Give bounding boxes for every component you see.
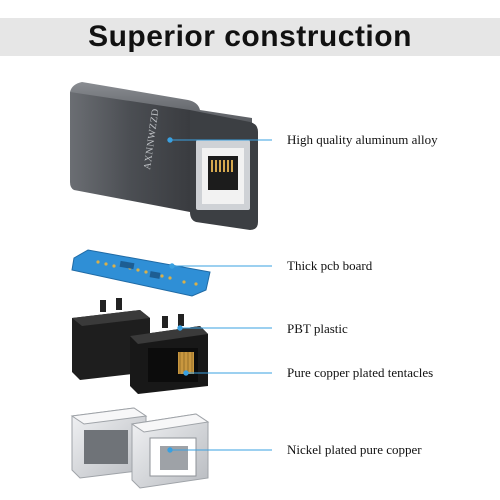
copper-tentacles: [178, 352, 194, 374]
title-banner: Superior construction: [0, 18, 500, 56]
coupler-body: [70, 92, 190, 212]
plastic-housing: [72, 298, 208, 394]
pcb-board: [71, 249, 211, 297]
pcb-shape: [71, 249, 211, 297]
callout-lines: [167, 137, 272, 453]
callout-label-pcb: Thick pcb board: [287, 258, 373, 273]
callout-label-copper: Pure copper plated tentacles: [287, 365, 434, 380]
aluminum-coupler: AXNNWZZD: [70, 82, 258, 230]
callout-label-alloy: High quality aluminum alloy: [287, 132, 438, 147]
callout-label-plastic: PBT plastic: [287, 321, 348, 336]
callout-label-nickel: Nickel plated pure copper: [287, 442, 422, 457]
coupler-contacts: [211, 160, 233, 172]
nickel-shell: [70, 407, 210, 489]
page-title: Superior construction: [88, 20, 412, 53]
